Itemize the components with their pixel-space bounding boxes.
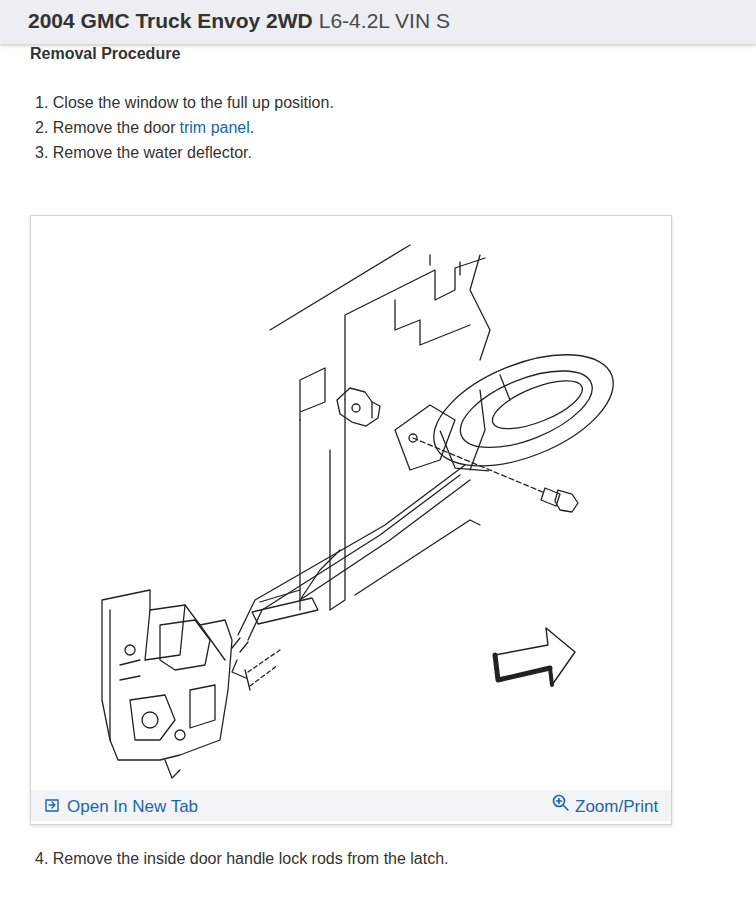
page-title: 2004 GMC Truck Envoy 2WD bbox=[28, 9, 313, 33]
step-text: 4. Remove the inside door handle lock ro… bbox=[35, 850, 449, 868]
link-text: trim panel bbox=[180, 119, 250, 137]
link-text: Open In New Tab bbox=[67, 797, 198, 817]
engine-spec: L6-4.2L VIN S bbox=[319, 9, 450, 33]
step-text: 1. Close the window to the full up posit… bbox=[35, 94, 334, 112]
step-text: . bbox=[250, 119, 254, 137]
link-text: Zoom/Print bbox=[575, 797, 658, 817]
step-text: 3. Remove the water deflector. bbox=[35, 144, 252, 162]
figure-frame: Open In New Tab Zoom/Print bbox=[30, 215, 672, 825]
step-text: 2. Remove the door bbox=[35, 119, 176, 137]
section-heading: Removal Procedure bbox=[30, 45, 180, 63]
